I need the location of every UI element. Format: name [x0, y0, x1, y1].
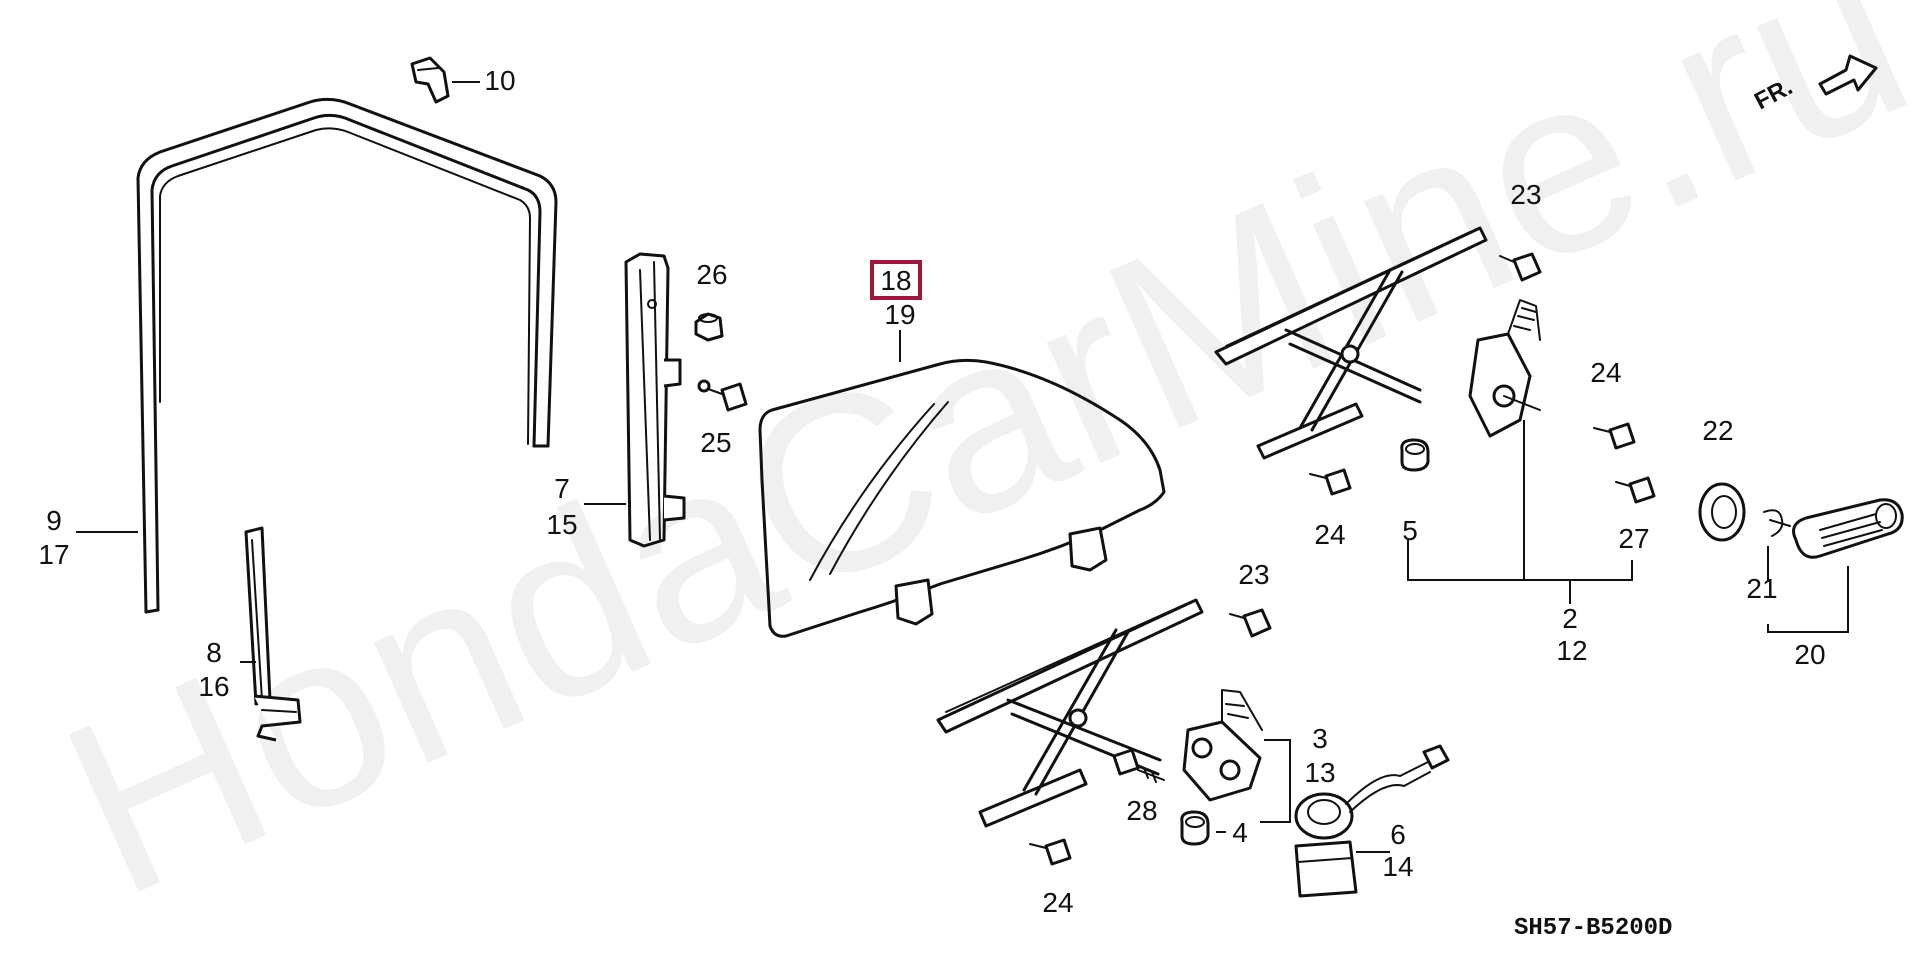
label-part-26[interactable]: 26: [696, 259, 727, 290]
upper-window-regulator[interactable]: [1214, 226, 1541, 460]
label-part-3[interactable]: 3: [1312, 723, 1328, 754]
window-motor[interactable]: [1294, 744, 1450, 898]
label-part-6[interactable]: 6: [1390, 819, 1406, 850]
label-part-17[interactable]: 17: [38, 539, 69, 570]
front-sash-channel[interactable]: [624, 252, 686, 548]
bolt-part-24-middle[interactable]: [1309, 468, 1352, 496]
label-part-25[interactable]: 25: [700, 427, 731, 458]
bolt-part-25[interactable]: [697, 379, 748, 412]
label-part-24-middle[interactable]: 24: [1314, 519, 1345, 550]
clip-part-21[interactable]: [1763, 509, 1791, 537]
label-part-10[interactable]: 10: [484, 65, 515, 96]
label-part-20[interactable]: 20: [1794, 639, 1825, 670]
bushing-part-4[interactable]: [1180, 810, 1210, 846]
label-part-27[interactable]: 27: [1618, 523, 1649, 554]
label-part-2[interactable]: 2: [1562, 603, 1578, 634]
label-part-19[interactable]: 19: [884, 299, 915, 330]
label-part-14[interactable]: 14: [1382, 851, 1413, 882]
lower-window-regulator[interactable]: [936, 598, 1263, 828]
label-part-24-lower[interactable]: 24: [1042, 887, 1073, 918]
bolt-part-23-lower[interactable]: [1229, 608, 1272, 638]
bolt-part-23-upper[interactable]: [1499, 252, 1542, 282]
window-crank-handle[interactable]: [1792, 498, 1904, 559]
leader-lines: [76, 81, 1849, 853]
bushing-part-5[interactable]: [1400, 438, 1430, 472]
bolt-part-27[interactable]: [1615, 476, 1656, 504]
label-part-16[interactable]: 16: [198, 671, 229, 702]
label-part-13[interactable]: 13: [1304, 757, 1335, 788]
label-part-7[interactable]: 7: [554, 473, 570, 504]
label-part-23-upper[interactable]: 23: [1510, 179, 1541, 210]
label-part-28[interactable]: 28: [1126, 795, 1157, 826]
label-part-22[interactable]: 22: [1702, 415, 1733, 446]
label-part-12[interactable]: 12: [1556, 635, 1587, 666]
bolt-part-24-right[interactable]: [1593, 422, 1636, 450]
screw-part-28[interactable]: [1112, 748, 1165, 783]
label-part-21[interactable]: 21: [1746, 573, 1777, 604]
label-part-9[interactable]: 9: [46, 505, 62, 536]
watermark: HondaCarMine.ru: [28, 0, 1920, 948]
part-labels: 10 9 17 8 16 7 15 26 25 18 19 23 24 5 27…: [38, 65, 1825, 918]
label-part-5[interactable]: 5: [1402, 515, 1418, 546]
label-part-18[interactable]: 18: [880, 265, 911, 296]
label-part-4[interactable]: 4: [1232, 817, 1248, 848]
label-part-8[interactable]: 8: [206, 637, 222, 668]
bolt-part-24-lower[interactable]: [1029, 838, 1072, 866]
label-part-24-right[interactable]: 24: [1590, 357, 1621, 388]
label-part-23-lower[interactable]: 23: [1238, 559, 1269, 590]
door-glass[interactable]: [758, 358, 1166, 638]
diagram-code: SH57-B5200D: [1514, 915, 1672, 942]
clip-part-10[interactable]: [410, 56, 450, 104]
rear-lower-channel[interactable]: [244, 526, 302, 742]
door-run-channel[interactable]: [136, 97, 558, 614]
nut-part-26[interactable]: [694, 312, 724, 342]
highlight-box-part-18: [870, 260, 922, 300]
label-part-15[interactable]: 15: [546, 509, 577, 540]
washer-part-22[interactable]: [1698, 482, 1746, 542]
